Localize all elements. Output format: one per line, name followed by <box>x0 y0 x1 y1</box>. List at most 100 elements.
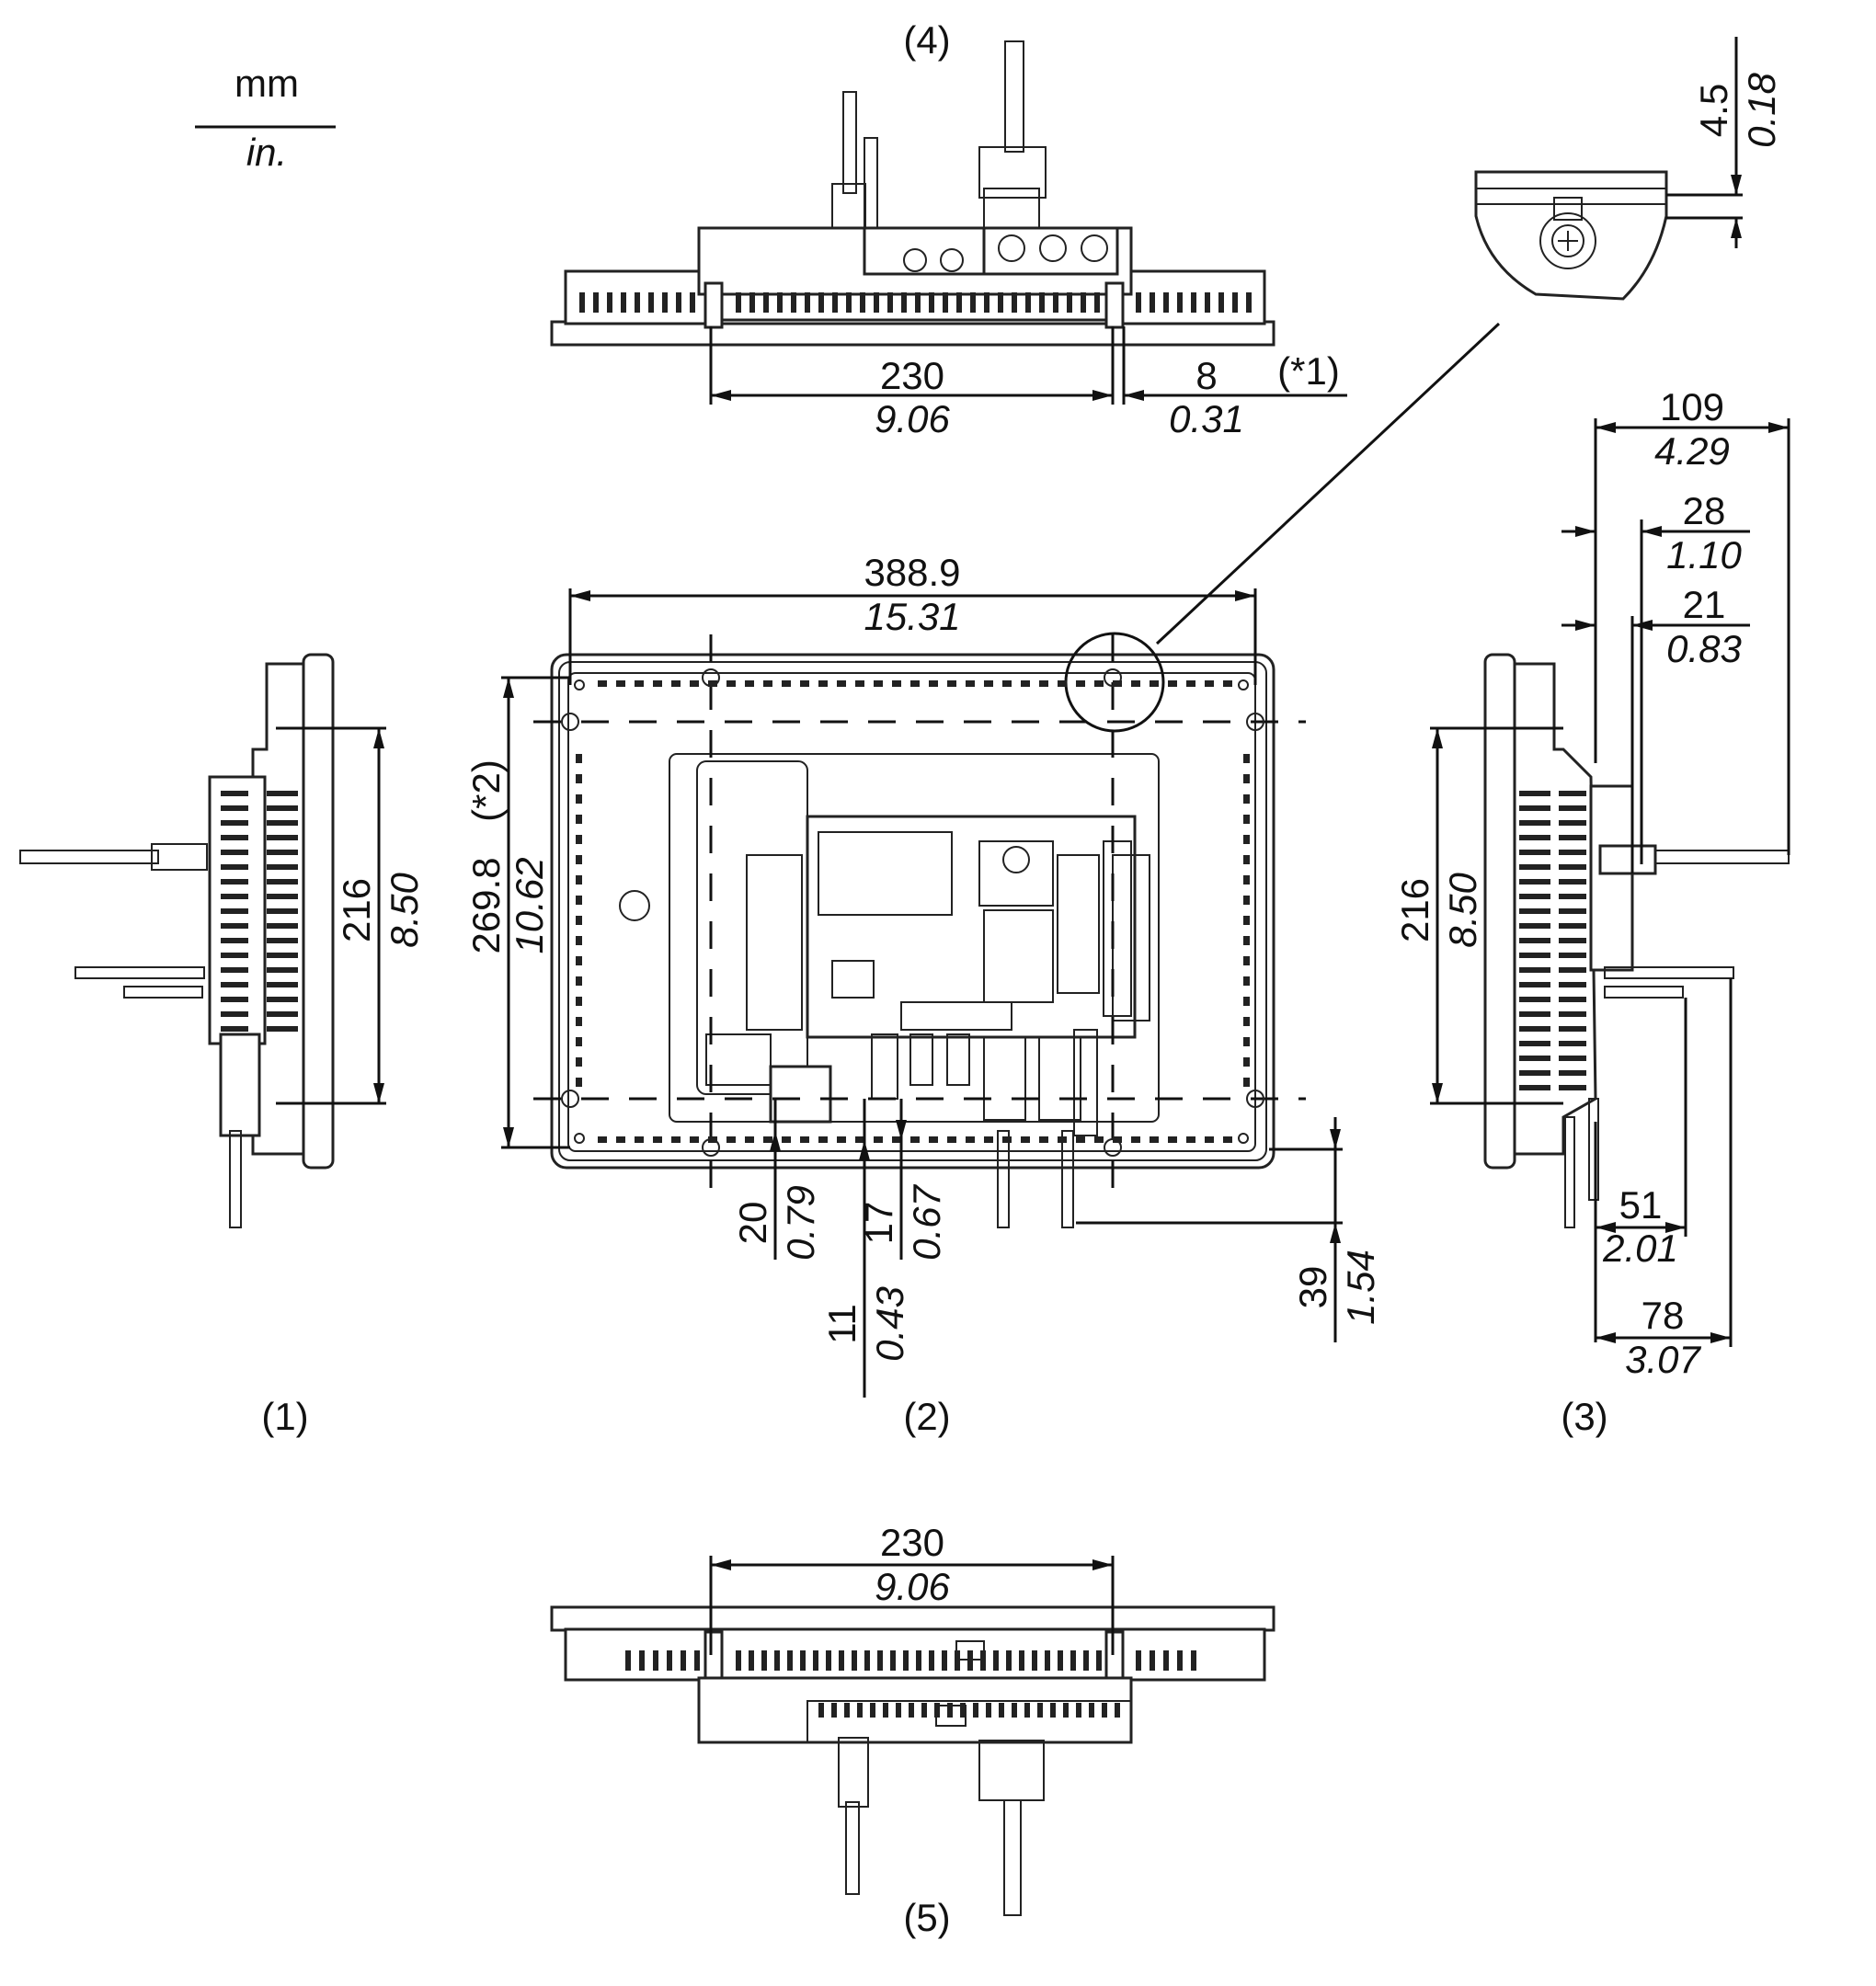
vent-slot <box>662 292 668 313</box>
vent-slot <box>1243 997 1250 1006</box>
vent-slot <box>671 680 681 687</box>
vent-slot <box>1177 1650 1183 1671</box>
vent-slot <box>1218 292 1224 313</box>
vent-slot <box>579 292 585 313</box>
dim-0.83-in: 0.83 <box>1666 627 1742 670</box>
dim-4.29-in: 4.29 <box>1654 429 1730 473</box>
vent-slot <box>955 1650 960 1671</box>
vent-slot <box>916 1650 921 1671</box>
vent-slot <box>787 1650 793 1671</box>
vent-slot <box>960 1703 966 1718</box>
dim-78-mm: 78 <box>1642 1294 1685 1337</box>
vent-slot <box>800 1650 806 1671</box>
vent-slot <box>690 680 699 687</box>
vent-slot <box>1243 936 1250 945</box>
vent-slot <box>1559 1011 1586 1017</box>
vent-slot <box>648 292 654 313</box>
vent-slot <box>1177 292 1183 313</box>
vent-slot <box>1094 680 1104 687</box>
vent-slot <box>671 1136 681 1143</box>
vent-slot <box>267 908 298 914</box>
vent-slot <box>221 835 248 840</box>
unit-mm: mm <box>234 62 299 105</box>
vent-slot <box>267 997 298 1002</box>
vent-slot <box>1559 908 1586 914</box>
dim-height-10.62-in: 10.62 <box>508 857 551 953</box>
view-label-4: (4) <box>903 18 950 62</box>
vent-slot <box>221 908 248 914</box>
vent-slot <box>805 292 810 313</box>
vent-slot <box>1519 908 1550 914</box>
vent-slot <box>1058 1650 1063 1671</box>
vent-slot <box>267 791 298 796</box>
dim-top-230-in: 9.06 <box>875 397 950 440</box>
vent-slot <box>267 820 298 826</box>
vent-slot <box>681 1650 686 1671</box>
vent-slot <box>966 680 975 687</box>
vent-slot <box>1150 292 1155 313</box>
vent-slot <box>1519 835 1550 840</box>
vent-slot <box>1243 794 1250 804</box>
vent-slot <box>782 680 791 687</box>
vent-slot <box>813 1650 818 1671</box>
vent-slot <box>986 1703 991 1718</box>
vent-slot <box>1186 1136 1195 1143</box>
vent-slot <box>1243 855 1250 864</box>
vent-slot <box>1243 976 1250 986</box>
dim-0.67-in: 0.67 <box>905 1183 948 1260</box>
vent-slot <box>800 1136 809 1143</box>
dim-bottom-9.06-in: 9.06 <box>875 1565 950 1608</box>
vent-slot <box>598 1136 607 1143</box>
screw <box>1246 1090 1264 1108</box>
vent-slot <box>221 953 248 958</box>
vent-slot <box>1559 850 1586 855</box>
vent-slot <box>576 916 582 925</box>
vent-slot <box>1243 754 1250 763</box>
vent-slot <box>1096 1650 1102 1671</box>
vent-slot <box>576 815 582 824</box>
vent-slot <box>763 680 772 687</box>
vent-slot <box>1089 1703 1094 1718</box>
vent-slot <box>892 680 901 687</box>
vent-slot <box>1021 680 1030 687</box>
vent-slot <box>1186 680 1195 687</box>
vent-slot <box>1519 1026 1550 1032</box>
vent-slot <box>1223 680 1232 687</box>
vent-slot <box>791 292 796 313</box>
vent-slot <box>890 1650 896 1671</box>
vent-slot <box>929 1650 934 1671</box>
vent-slot <box>576 896 582 905</box>
vent-slot <box>1243 916 1250 925</box>
vent-slot <box>818 680 828 687</box>
vent-slot <box>1063 1703 1069 1718</box>
vent-slot <box>221 791 248 796</box>
vent-slot <box>761 1650 767 1671</box>
vent-slot <box>221 805 248 811</box>
vent-slot <box>903 1650 909 1671</box>
units-legend: mm in. <box>195 62 336 174</box>
vent-slot <box>694 1650 700 1671</box>
dim-width-15.31-in: 15.31 <box>864 595 960 638</box>
vent-slot <box>221 820 248 826</box>
vent-slot <box>929 292 934 313</box>
vent-slot <box>883 1703 888 1718</box>
vent-slot <box>616 1136 625 1143</box>
vent-slot <box>690 292 695 313</box>
vent-slot <box>1519 923 1550 929</box>
vent-slot <box>708 1136 717 1143</box>
vent-slot <box>736 292 741 313</box>
dim-20-mm: 20 <box>731 1202 774 1245</box>
vent-slot <box>967 1650 973 1671</box>
vent-slot <box>942 1650 947 1671</box>
vent-slot <box>639 1650 645 1671</box>
vent-slot <box>1002 680 1012 687</box>
vent-slot <box>1053 292 1058 313</box>
vent-slot <box>874 1136 883 1143</box>
dim-right-216-mm: 216 <box>1393 878 1436 942</box>
vent-slot <box>896 1703 901 1718</box>
vent-slot <box>635 680 644 687</box>
vent-slot <box>966 1136 975 1143</box>
screw <box>574 1133 585 1144</box>
vent-slot <box>221 997 248 1002</box>
vent-slot <box>607 292 612 313</box>
